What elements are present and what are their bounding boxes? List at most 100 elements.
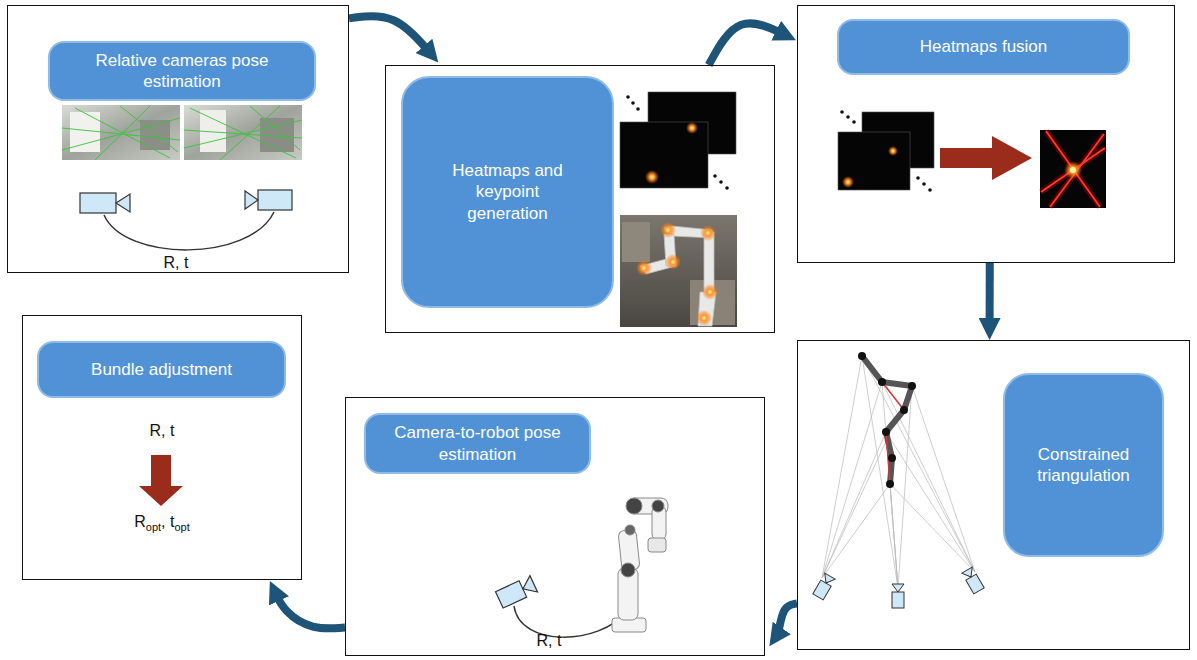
camera-icon xyxy=(892,592,904,608)
triangulation-rays xyxy=(882,382,975,572)
heatmap-stack xyxy=(631,101,635,105)
camera-icon xyxy=(821,573,835,586)
robot-photo xyxy=(620,215,737,327)
robot-photo xyxy=(622,222,650,262)
camera-icon xyxy=(80,193,116,213)
robot-skeleton xyxy=(862,356,912,484)
step-label-box: Heatmaps fusion xyxy=(837,19,1130,75)
camera-frames xyxy=(70,112,100,152)
flow-arrow xyxy=(349,16,432,55)
camera-icon xyxy=(245,191,258,209)
camera-icon xyxy=(519,576,537,597)
camera-frames xyxy=(62,106,302,160)
camera-frames xyxy=(62,118,180,150)
pose-label: R, t xyxy=(150,422,175,440)
robot-photo xyxy=(696,310,712,326)
heatmap-stack xyxy=(636,107,640,111)
heatmap-stack xyxy=(842,176,854,188)
optimized-pose-label: Ropt, topt xyxy=(134,513,190,533)
camera-icon xyxy=(813,567,984,608)
triangulation-rays xyxy=(822,382,882,578)
robot-photo xyxy=(640,226,716,326)
fused-heatmap xyxy=(1046,131,1100,207)
fused-heatmap xyxy=(1064,161,1082,179)
fused-heatmap xyxy=(1040,130,1106,208)
fusion-arrow xyxy=(940,136,1032,180)
heatmap-stack xyxy=(840,110,856,124)
camera-frames xyxy=(62,128,180,140)
heatmap-stack xyxy=(928,188,932,192)
triangulation-rays xyxy=(822,432,886,578)
fused-heatmap xyxy=(1046,131,1100,207)
triangulation-rays xyxy=(822,484,890,578)
robot-photo xyxy=(660,222,676,238)
camera-icon xyxy=(496,576,538,608)
heatmap-stack xyxy=(840,110,844,114)
heatmap-stack xyxy=(626,95,640,111)
heatmap-stack xyxy=(852,120,856,124)
heatmap-stack xyxy=(888,146,898,156)
robot-skeleton xyxy=(882,428,890,436)
heatmap-stack xyxy=(922,182,926,186)
fused-heatmap xyxy=(1041,131,1105,207)
step-label-box: Bundle adjustment xyxy=(37,341,286,398)
robot-photo xyxy=(702,284,718,300)
step-title: Constrained triangulation xyxy=(1019,444,1148,487)
process-panel: Constrained triangulation xyxy=(797,340,1190,650)
camera-frames xyxy=(184,105,302,160)
process-panel: Heatmaps fusion xyxy=(797,5,1175,263)
fused-heatmap xyxy=(1041,148,1105,192)
camera-icon xyxy=(80,190,292,213)
step-title: Heatmaps and keypoint generation xyxy=(443,160,573,224)
triangulation-rays xyxy=(862,356,975,572)
triangulation-rays xyxy=(822,356,975,588)
robot-skeleton xyxy=(858,352,866,360)
heatmap-stack xyxy=(838,132,910,190)
fused-heatmap xyxy=(1070,167,1076,173)
heatmap-stack xyxy=(916,176,920,180)
process-panel: Heatmaps and keypoint generation xyxy=(385,65,775,333)
fused-heatmap xyxy=(1041,148,1105,192)
camera-icon xyxy=(892,584,904,608)
triangulation-rays xyxy=(886,432,975,572)
camera-frames xyxy=(120,106,178,152)
camera-icon xyxy=(496,576,538,608)
camera-icon xyxy=(962,567,984,594)
heatmap-stack xyxy=(838,110,934,192)
camera-frames xyxy=(95,106,150,160)
robot-skeleton xyxy=(886,480,894,488)
pose-label: R, t xyxy=(537,632,562,650)
robot-skeleton xyxy=(908,382,916,390)
pose-symbol: R xyxy=(134,513,146,530)
process-panel: Relative cameras pose estimation R, t xyxy=(7,5,349,273)
subscript: opt xyxy=(174,521,189,533)
camera-icon xyxy=(813,573,835,600)
robot-skeleton xyxy=(900,406,908,414)
robot-photo xyxy=(665,254,681,270)
robot-photo xyxy=(620,215,737,327)
process-panel: Camera-to-robot pose estimation R, t xyxy=(345,397,765,656)
step-label-box: Constrained triangulation xyxy=(1003,373,1164,557)
robot-arm xyxy=(625,525,635,535)
step-label-box: Camera-to-robot pose estimation xyxy=(364,413,591,474)
triangulation-rays xyxy=(890,484,898,588)
fused-heatmap xyxy=(1040,130,1106,208)
camera-frames xyxy=(62,105,180,160)
step-title: Relative cameras pose estimation xyxy=(64,50,300,93)
camera-icon xyxy=(496,581,527,608)
camera-icon xyxy=(258,190,292,210)
flow-arrow xyxy=(709,23,787,65)
refine-arrow xyxy=(139,455,183,506)
robot-skeleton xyxy=(878,378,886,386)
fused-heatmap xyxy=(1041,131,1105,207)
flow-arrow xyxy=(274,590,345,628)
pose-label: R, t xyxy=(164,254,189,272)
flow-arrow xyxy=(986,263,994,330)
camera-icon xyxy=(116,194,130,212)
camera-frames xyxy=(250,106,300,150)
triangulation-rays xyxy=(912,386,975,572)
process-panel: Bundle adjustment R, t Ropt, topt xyxy=(22,315,302,580)
robot-skeleton xyxy=(882,382,904,484)
robot-photo xyxy=(636,260,652,276)
